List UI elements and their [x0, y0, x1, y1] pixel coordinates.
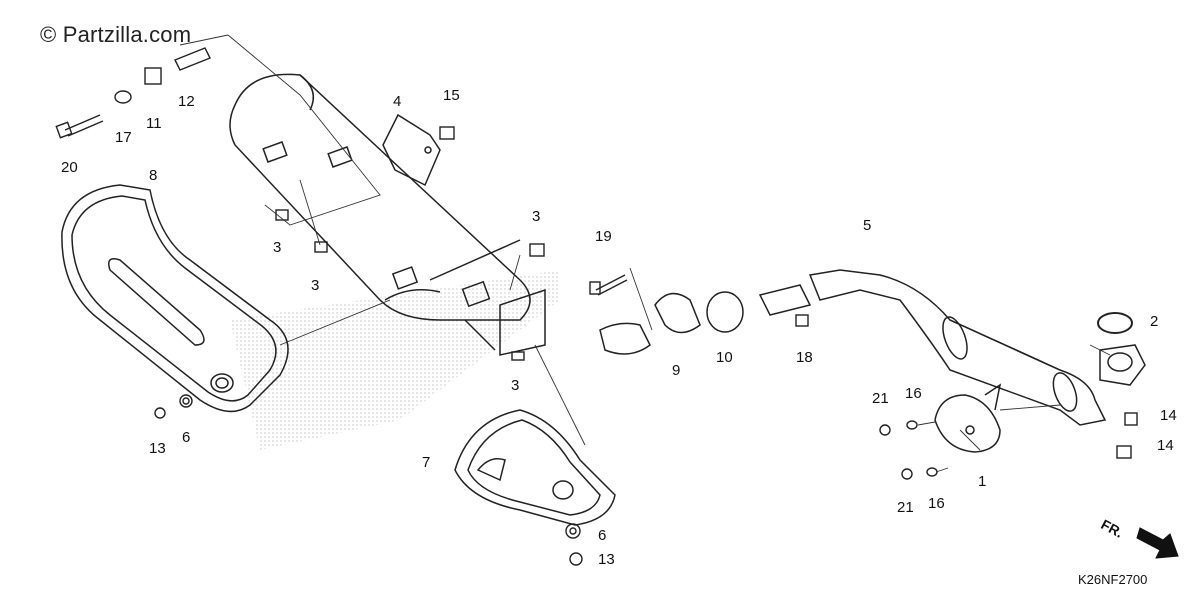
callout-1: 1: [978, 473, 987, 490]
callout-18: 18: [796, 349, 813, 366]
muffler-body: [229, 73, 546, 356]
callout-20: 20: [61, 159, 78, 176]
callout-15: 15: [443, 87, 460, 104]
callout-3: 3: [311, 277, 320, 294]
callout-11: 11: [146, 115, 162, 132]
callout-12: 12: [178, 93, 195, 110]
callout-19: 19: [595, 228, 612, 245]
hardware: [55, 47, 1138, 566]
diagram-code: K26NF2700: [1078, 572, 1148, 587]
callout-4: 4: [393, 93, 402, 110]
callout-13: 13: [149, 440, 166, 457]
bracket-part-4: [382, 113, 441, 187]
heat-shield-part-7: [454, 409, 616, 526]
callout-21: 21: [897, 499, 914, 516]
callout-14: 14: [1160, 407, 1177, 424]
callout-6: 6: [182, 429, 191, 446]
joint-parts: [599, 284, 812, 355]
callout-8: 8: [149, 167, 158, 184]
exhaust-pipe-part-5: [808, 269, 1146, 426]
callout-14: 14: [1157, 437, 1174, 454]
callout-9: 9: [672, 362, 681, 379]
callout-17: 17: [115, 129, 132, 146]
callout-3: 3: [273, 239, 282, 256]
callout-5: 5: [863, 217, 872, 234]
callout-21: 21: [872, 390, 889, 407]
callout-3: 3: [511, 377, 520, 394]
front-direction-arrow: [1136, 527, 1179, 559]
callout-7: 7: [422, 454, 431, 471]
callout-3: 3: [532, 208, 541, 225]
leader-lines: [179, 34, 1111, 473]
callout-13: 13: [598, 551, 615, 568]
callout-6: 6: [598, 527, 607, 544]
shaded-area: [230, 270, 560, 450]
heat-guard-part-1: [934, 383, 1002, 453]
watermark: © Partzilla.com: [40, 22, 192, 47]
heat-shield-part-8: [61, 184, 289, 413]
callout-16: 16: [928, 495, 945, 512]
callout-2: 2: [1150, 313, 1159, 330]
gasket-part-2: [1097, 312, 1133, 334]
callout-16: 16: [905, 385, 922, 402]
callout-10: 10: [716, 349, 733, 366]
